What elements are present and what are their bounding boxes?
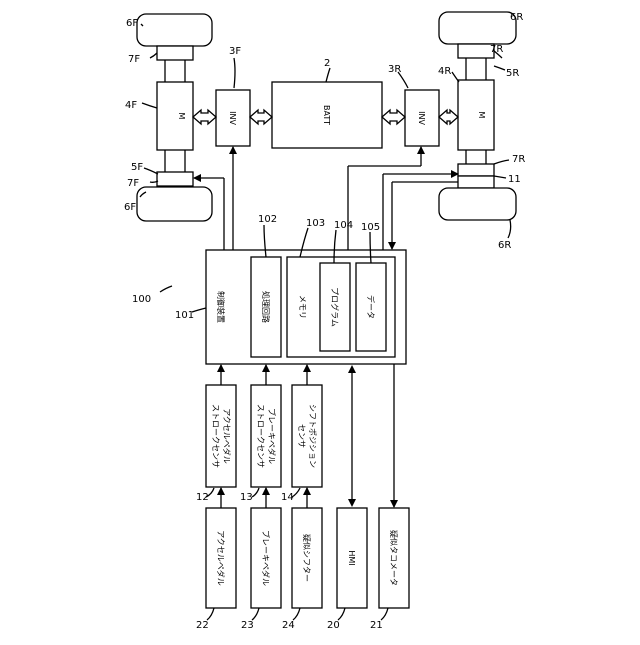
- ref-7F-bottom: 7F: [127, 178, 139, 189]
- ref-104: 104: [334, 220, 353, 231]
- pseudo-tachometer-label: 疑似タコメータ: [389, 530, 399, 586]
- ref-5R: 5R: [506, 68, 519, 79]
- svg-text:ストロークセンサ: ストロークセンサ: [211, 404, 220, 468]
- ref-20: 20: [327, 620, 340, 631]
- ref-2: 2: [324, 58, 330, 69]
- rear-wheel-bottom: [439, 188, 516, 220]
- accel-pedal-label: アクセルペダル: [216, 530, 226, 586]
- front-wheel-bottom: [137, 187, 212, 221]
- power-link-inverter-motor-rear: [439, 110, 458, 124]
- power-link-motor-inverter-front: [193, 110, 216, 124]
- ref-101: 101: [175, 310, 194, 321]
- ref-22: 22: [196, 620, 209, 631]
- memory-label: メモリ: [298, 295, 307, 319]
- svg-text:センサ: センサ: [297, 424, 306, 448]
- ref-7R-bottom: 7R: [512, 154, 525, 165]
- ref-23: 23: [241, 620, 254, 631]
- power-link-battery-inverter-rear: [382, 110, 405, 124]
- rear-hub-bottom: [458, 176, 494, 188]
- front-motor-label: M: [177, 113, 186, 120]
- front-hub-top: [157, 46, 193, 60]
- svg-text:ストロークセンサ: ストロークセンサ: [256, 404, 265, 468]
- ref-6R-top: 6R: [510, 12, 523, 23]
- svg-text:アクセルペダル: アクセルペダル: [222, 408, 232, 464]
- ref-7R-top: 7R: [490, 44, 503, 55]
- processor-label: 処理回路: [261, 291, 271, 323]
- rear-sensor-11: [458, 164, 494, 176]
- ref-24: 24: [282, 620, 295, 631]
- ref-4F: 4F: [125, 100, 137, 111]
- ref-102: 102: [258, 214, 277, 225]
- pseudo-shifter-label: 疑似シフター: [302, 534, 312, 582]
- controller-label: 制御装置: [216, 291, 226, 323]
- hmi-label: HMI: [347, 550, 356, 565]
- ref-6F-top: 6F: [126, 18, 138, 29]
- ref-13: 13: [240, 492, 253, 503]
- ref-3F: 3F: [229, 46, 241, 57]
- rear-motor: [458, 80, 494, 150]
- front-wheel-top: [137, 14, 212, 46]
- ref-105: 105: [361, 222, 380, 233]
- ref-7F-top: 7F: [128, 54, 140, 65]
- svg-text:シフトポジション: シフトポジション: [308, 404, 317, 468]
- ref-3R: 3R: [388, 64, 401, 75]
- rear-inverter-label: INV: [417, 111, 426, 125]
- ref-21: 21: [370, 620, 383, 631]
- svg-text:ブレーキペダル: ブレーキペダル: [267, 408, 277, 464]
- rear-motor-label: M: [477, 112, 486, 119]
- power-link-inverter-battery-front: [250, 110, 272, 124]
- ref-11: 11: [508, 174, 521, 185]
- ref-14: 14: [281, 492, 294, 503]
- ref-100: 100: [132, 294, 151, 305]
- front-hub-bottom: [157, 172, 193, 186]
- ref-4R: 4R: [438, 66, 451, 77]
- ref-6R-bottom: 6R: [498, 240, 511, 251]
- ref-12: 12: [196, 492, 209, 503]
- rear-wheel-top: [439, 12, 516, 44]
- ref-103: 103: [306, 218, 325, 229]
- ref-5F: 5F: [131, 162, 143, 173]
- front-motor: [157, 82, 193, 150]
- data-label: データ: [366, 295, 376, 319]
- brake-pedal-label: ブレーキペダル: [261, 530, 271, 586]
- front-inverter-label: INV: [228, 111, 237, 125]
- rear-hub-top: [458, 44, 494, 58]
- program-label: プログラム: [330, 287, 340, 327]
- ref-6F-bottom: 6F: [124, 202, 136, 213]
- battery-label: BATT: [322, 105, 331, 125]
